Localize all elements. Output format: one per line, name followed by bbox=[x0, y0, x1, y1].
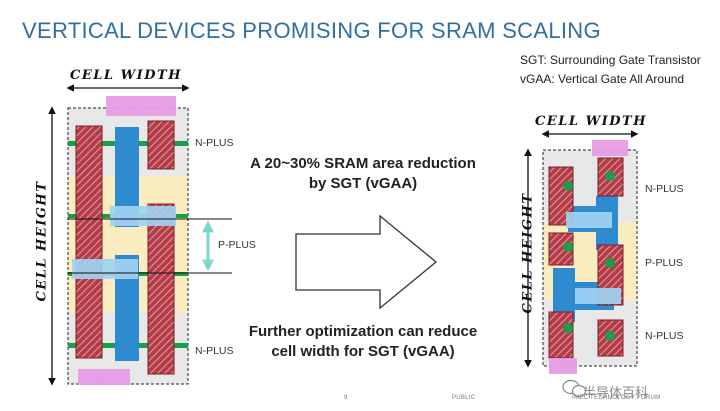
left-cell-layout bbox=[67, 96, 232, 385]
right-pillar-1 bbox=[563, 181, 573, 191]
footer-classification: PUBLIC bbox=[452, 395, 476, 401]
legend-vgaa: vGAA: Vertical Gate All Around bbox=[520, 72, 685, 86]
slide-title: VERTICAL DEVICES PROMISING FOR SRAM SCAL… bbox=[22, 18, 601, 43]
right-cell-width-label: CELL WIDTH bbox=[535, 114, 647, 129]
right-pillar-3 bbox=[563, 242, 573, 252]
left-pink-contact-bottom bbox=[78, 369, 130, 385]
right-gate-6 bbox=[597, 319, 624, 357]
left-pink-contact-top bbox=[106, 96, 176, 116]
right-cell-height-label: CELL HEIGHT bbox=[520, 192, 536, 314]
wechat-icon bbox=[562, 379, 587, 398]
right-blue-active-spine-2 bbox=[553, 268, 575, 322]
right-pillar-2 bbox=[605, 171, 615, 181]
right-crossbar-2 bbox=[575, 288, 621, 304]
left-region-nplus-bottom: N-PLUS bbox=[195, 345, 234, 357]
right-pillar-4 bbox=[605, 258, 615, 268]
right-pink-contact-top bbox=[592, 140, 628, 156]
right-cell-boundary bbox=[542, 149, 638, 367]
right-pink-contact-bottom bbox=[549, 358, 577, 374]
legend: SGT: Surrounding Gate Transistor vGAA: V… bbox=[520, 51, 701, 89]
right-region-nplus-bottom: N-PLUS bbox=[645, 330, 684, 342]
left-gate-2 bbox=[147, 120, 175, 170]
left-crossbar-1 bbox=[110, 206, 176, 226]
right-cell-layout bbox=[542, 140, 638, 374]
left-region-nplus-top: N-PLUS bbox=[195, 137, 234, 149]
legend-sgt: SGT: Surrounding Gate Transistor bbox=[520, 53, 701, 67]
left-cell-width-label: CELL WIDTH bbox=[70, 68, 182, 83]
left-gate-3 bbox=[147, 203, 175, 375]
right-pillar-5 bbox=[563, 323, 573, 333]
right-gate-5 bbox=[548, 311, 574, 359]
watermark-text: 半导体百科 bbox=[583, 385, 649, 400]
right-region-nplus-top: N-PLUS bbox=[645, 183, 684, 195]
transition-arrow bbox=[295, 214, 438, 310]
right-crossbar-1 bbox=[566, 212, 612, 228]
right-gate-1 bbox=[548, 166, 574, 226]
left-crossbar-2 bbox=[72, 259, 138, 279]
caption-top: A 20~30% SRAM area reduction by SGT (vGA… bbox=[238, 154, 488, 194]
caption-bottom: Further optimization can reduce cell wid… bbox=[238, 322, 488, 362]
right-pillar-6 bbox=[605, 331, 615, 341]
left-cell-height-label: CELL HEIGHT bbox=[34, 180, 50, 302]
caption-top-line-2: by SGT (vGAA) bbox=[308, 175, 418, 192]
footer-page-number: 9 bbox=[344, 395, 348, 401]
right-region-pplus: P-PLUS bbox=[645, 257, 683, 269]
caption-top-line-1: A 20~30% SRAM area reduction bbox=[250, 155, 476, 172]
caption-bottom-line-1: Further optimization can reduce bbox=[248, 323, 478, 340]
footer-event: IMEC TECHNOLOGY FORUM bbox=[572, 395, 661, 401]
left-gate-1 bbox=[75, 125, 103, 359]
left-region-pplus: P-PLUS bbox=[218, 239, 256, 251]
caption-bottom-line-2: cell width for SGT (vGAA) bbox=[271, 343, 455, 360]
